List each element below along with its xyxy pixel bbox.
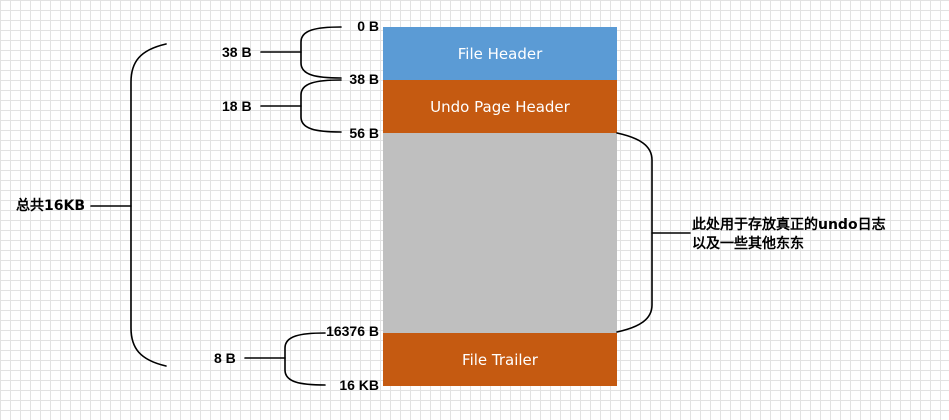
file-header-brace	[300, 26, 342, 79]
file-trailer-size-label: 8 B	[214, 350, 236, 366]
offset-16kb-label: 16 KB	[339, 377, 379, 393]
total-size-label: 总共16KB	[16, 198, 86, 214]
description-line-1: 此处用于存放真正的undo日志	[692, 217, 886, 233]
undo-log-area-brace	[616, 132, 653, 333]
undo-log-area-block	[383, 133, 617, 333]
undo-header-size-label: 18 B	[222, 98, 252, 114]
offset-38-label: 38 B	[349, 71, 379, 87]
file-trailer-brace	[284, 332, 326, 386]
file-trailer-label: File Trailer	[462, 350, 538, 369]
undo-header-brace	[300, 79, 342, 133]
undo-page-header-label: Undo Page Header	[430, 97, 570, 116]
file-header-size-label: 38 B	[222, 44, 252, 60]
file-header-block: File Header	[383, 27, 617, 80]
file-header-label: File Header	[457, 44, 543, 63]
undo-page-header-block: Undo Page Header	[383, 80, 617, 133]
total-brace	[130, 43, 167, 367]
offset-16376-label: 16376 B	[326, 323, 379, 339]
description-line-2: 以及一些其他东东	[692, 236, 804, 252]
undo-log-description: 此处用于存放真正的undo日志 以及一些其他东东	[692, 216, 886, 254]
offset-56-label: 56 B	[349, 125, 379, 141]
offset-0-label: 0 B	[357, 18, 379, 34]
file-trailer-block: File Trailer	[383, 333, 617, 386]
